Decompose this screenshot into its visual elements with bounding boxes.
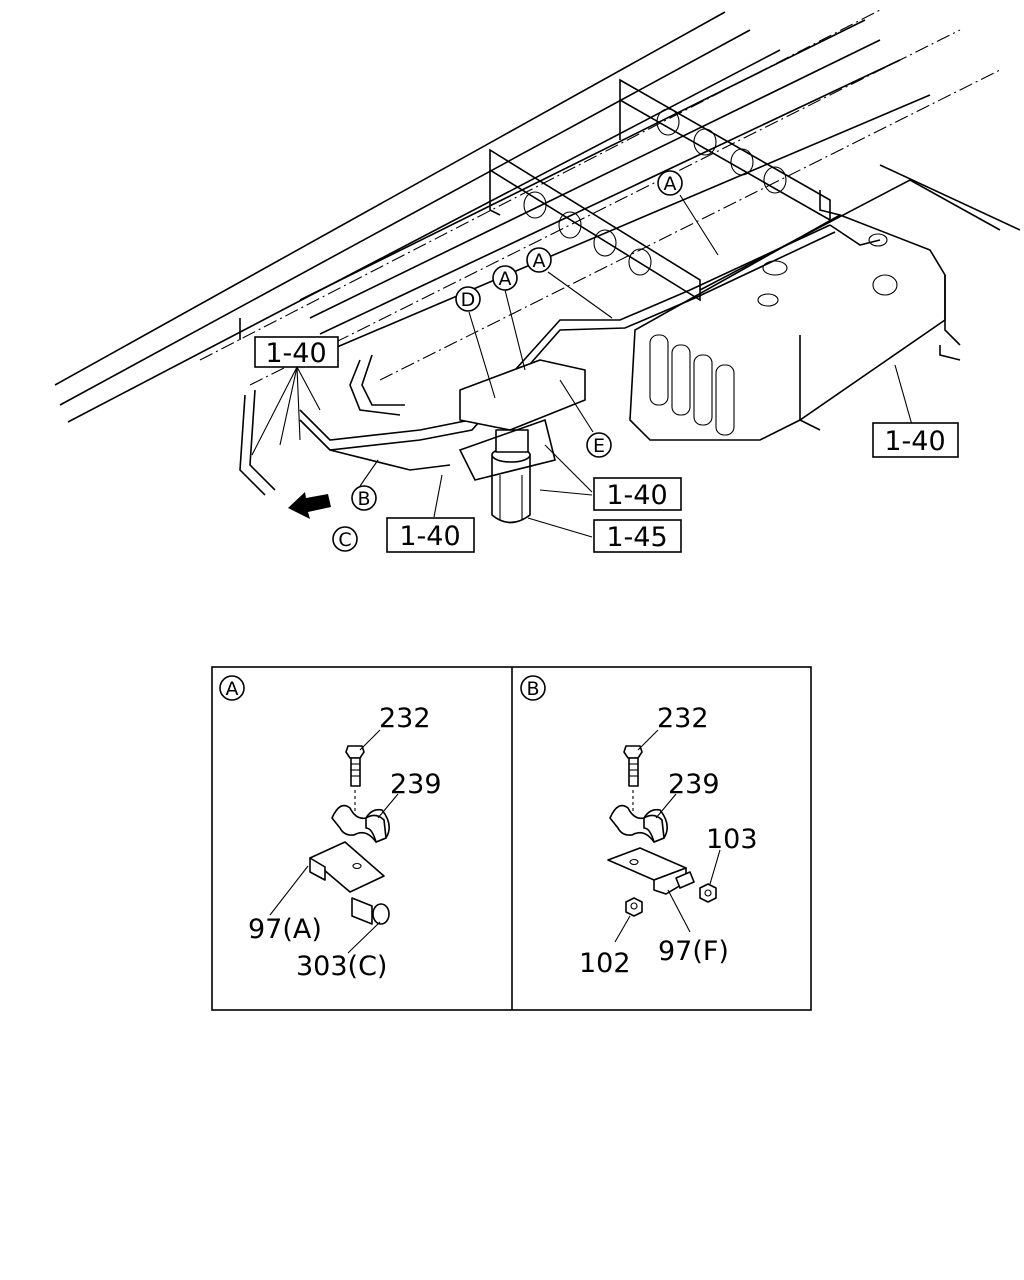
detail-b-bolt-icon: [623, 745, 643, 815]
ref-box-bottom[interactable]: 1-40: [386, 517, 475, 553]
part-label-102[interactable]: 102: [579, 948, 631, 979]
fuel-filter: [458, 359, 586, 524]
svg-text:1-45: 1-45: [606, 522, 667, 553]
detail-b-washer-nut-icon: [625, 897, 643, 917]
ref-box-right[interactable]: 1-40: [872, 422, 959, 458]
detail-b-clamp-icon: [609, 804, 668, 843]
svg-text:1-40: 1-40: [399, 521, 460, 552]
part-label-232[interactable]: 232: [379, 703, 431, 734]
detail-a-heading: A: [219, 675, 245, 701]
part-label-103[interactable]: 103: [706, 824, 758, 855]
direction-arrow-icon: [288, 492, 331, 519]
svg-text:B: B: [526, 678, 539, 700]
svg-text:A: A: [499, 268, 512, 290]
svg-text:1-40: 1-40: [884, 426, 945, 457]
detail-a: A 232 239: [219, 675, 442, 982]
detail-a-bracket-bolt-icon: [351, 897, 390, 925]
detail-b-bracket-icon: [607, 847, 695, 895]
svg-text:A: A: [664, 173, 677, 195]
part-label-239-b[interactable]: 239: [668, 769, 720, 800]
detail-b: B: [520, 675, 758, 979]
detail-a-clamp-icon: [331, 804, 390, 843]
fuel-tank: [629, 164, 1021, 441]
svg-text:A: A: [226, 678, 239, 700]
ref-box-left[interactable]: 1-40: [254, 336, 339, 369]
svg-text:A: A: [533, 250, 546, 272]
svg-text:E: E: [593, 435, 605, 457]
svg-text:D: D: [461, 289, 476, 311]
ref-box-filter-upper[interactable]: 1-40: [593, 477, 682, 511]
part-label-97a[interactable]: 97(A): [248, 914, 322, 945]
svg-text:B: B: [357, 488, 370, 510]
part-label-303c[interactable]: 303(C): [296, 951, 387, 982]
svg-text:C: C: [338, 529, 351, 551]
detail-a-bracket-icon: [309, 841, 385, 893]
callout-c: C: [332, 526, 358, 552]
leader-lines: [251, 194, 913, 538]
detail-panels: [211, 666, 812, 1011]
ref-box-filter-lower[interactable]: 1-45: [593, 519, 682, 553]
part-label-239[interactable]: 239: [390, 769, 442, 800]
part-label-97f[interactable]: 97(F): [658, 936, 729, 967]
svg-text:1-40: 1-40: [265, 338, 326, 369]
svg-text:1-40: 1-40: [606, 480, 667, 511]
detail-b-nut-icon: [699, 883, 717, 903]
part-label-232-b[interactable]: 232: [657, 703, 709, 734]
callout-b: B: [351, 485, 377, 511]
callout-a-upper: A: [657, 170, 683, 196]
callout-d: D: [455, 286, 481, 312]
chassis-frame: [54, 9, 1001, 423]
callout-a-middle: A: [526, 247, 552, 273]
detail-a-bolt-icon: [345, 745, 365, 815]
detail-b-heading: B: [520, 675, 546, 701]
callout-e: E: [586, 432, 612, 458]
callout-a-lower: A: [492, 265, 518, 291]
